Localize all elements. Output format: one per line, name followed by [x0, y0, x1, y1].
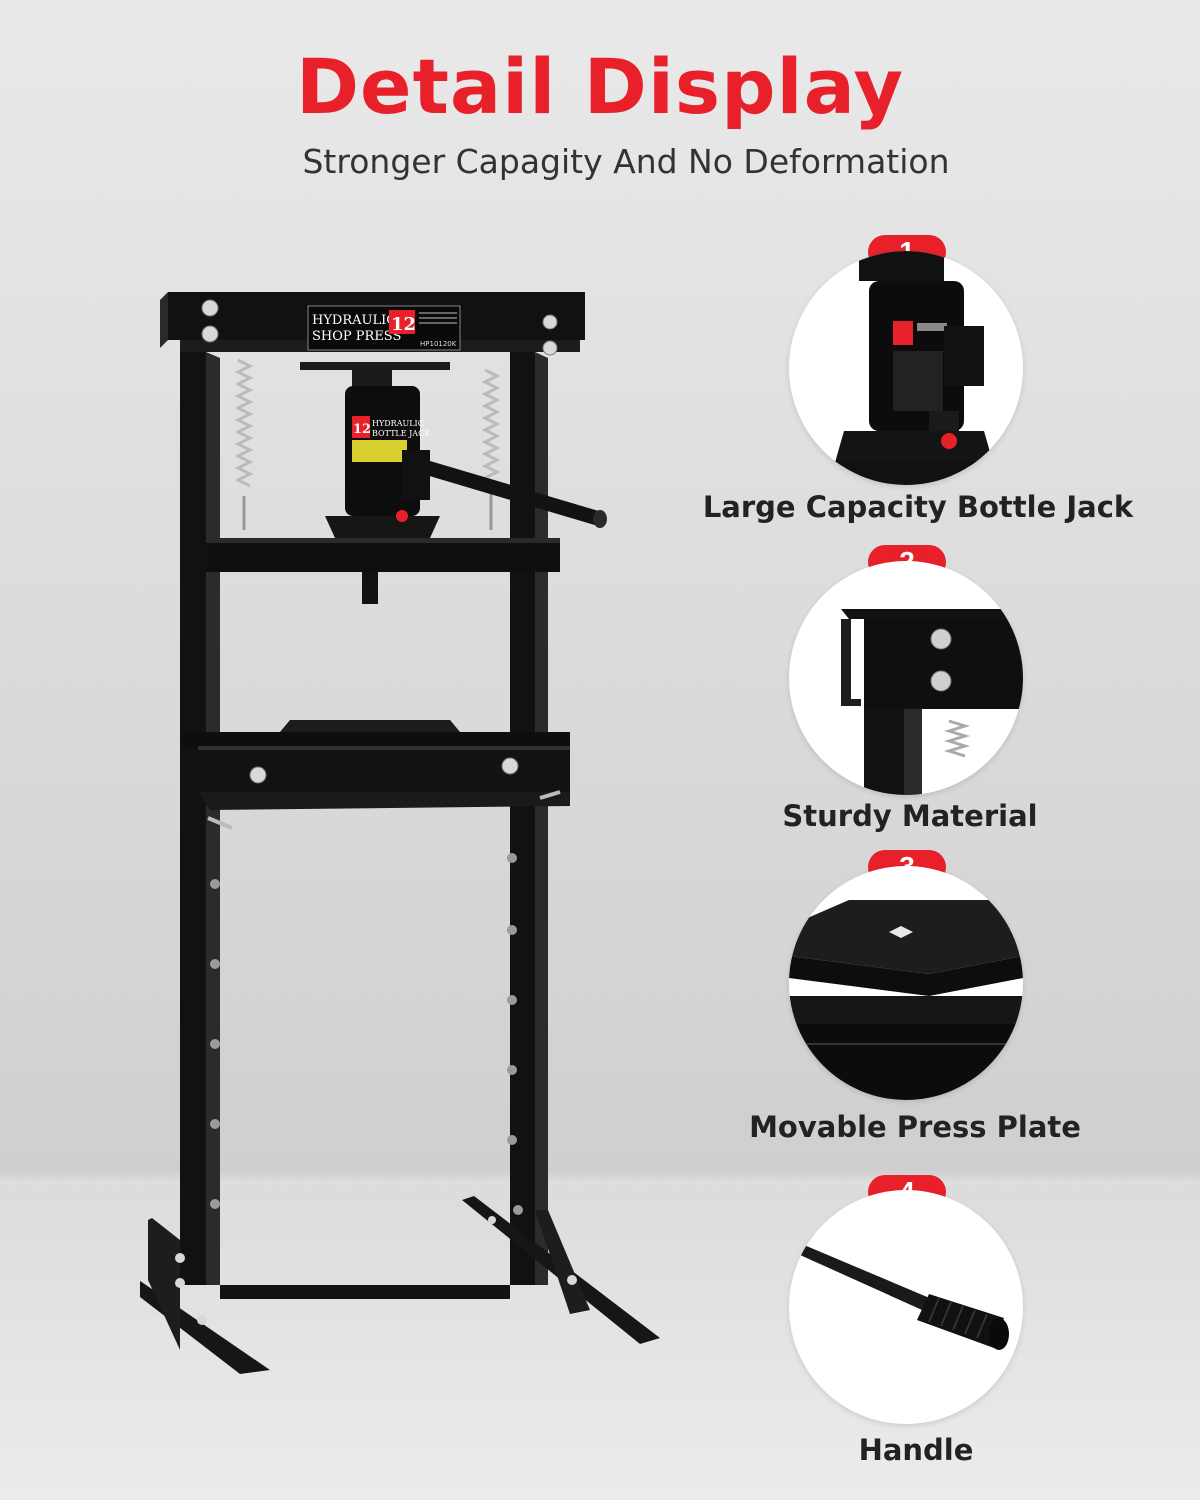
jack-label-line2: BOTTLE JACK — [372, 429, 431, 438]
feature-caption-1: Large Capacity Bottle Jack — [702, 490, 1134, 524]
jack-label-line1: HYDRAULIC — [372, 419, 424, 428]
shop-press-illustration: HYDRAULIC SHOP PRESS 12 HP10120K 12 HYDR… — [140, 292, 660, 1374]
press-label-line1: HYDRAULIC — [312, 313, 396, 328]
press-label-capacity: 12 — [391, 314, 416, 335]
feature-photo-bottle-jack — [789, 251, 1023, 485]
press-label-model: HP10120K — [420, 340, 457, 348]
feature-photo-press-plate — [789, 866, 1023, 1100]
page-subtitle: Stronger Capagity And No Deformation — [302, 142, 950, 181]
feature-photo-handle — [789, 1190, 1023, 1424]
feature-caption-3: Movable Press Plate — [749, 1110, 1081, 1144]
feature-caption-4: Handle — [858, 1433, 974, 1467]
jack-label-capacity: 12 — [353, 422, 371, 437]
feature-caption-2: Sturdy Material — [782, 799, 1038, 833]
press-label-line2: SHOP PRESS — [312, 329, 401, 344]
feature-photo-sturdy-material — [789, 561, 1023, 795]
page-title: Detail Display — [295, 42, 905, 131]
